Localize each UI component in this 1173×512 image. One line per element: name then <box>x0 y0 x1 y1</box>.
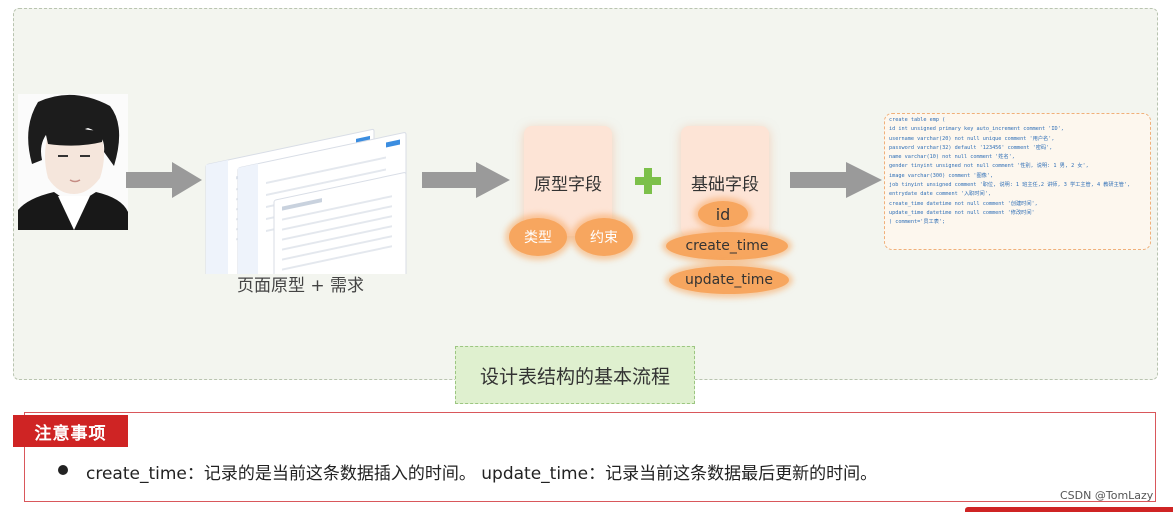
sql-line: username varchar(20) not null unique com… <box>889 135 1055 142</box>
sql-line: id int unsigned primary key auto_increme… <box>889 126 1064 133</box>
sql-line: update_time datetime not null comment '修… <box>889 209 1035 216</box>
cloud-create-time: create_time <box>666 232 788 260</box>
flow-label: 设计表结构的基本流程 <box>455 346 695 404</box>
sql-line: create table emp ( <box>889 117 946 123</box>
avatar <box>18 94 128 230</box>
note-tag: 注意事项 <box>13 415 128 447</box>
sql-code-box: create table emp ( id int unsigned prima… <box>884 113 1151 250</box>
plus-icon <box>635 168 661 194</box>
cloud-type: 类型 <box>509 218 567 256</box>
prototype-fields-title: 原型字段 <box>534 175 602 195</box>
decorative-bar <box>965 507 1173 512</box>
note-panel <box>24 412 1156 502</box>
base-fields-title: 基础字段 <box>691 175 759 195</box>
sql-line: job tinyint unsigned comment '职位, 说明: 1 … <box>889 182 1131 189</box>
sql-line: create_time datetime not null comment '创… <box>889 200 1038 207</box>
sql-line: name varchar(10) not null comment '姓名', <box>889 154 1015 161</box>
sql-line: ) comment='员工表'; <box>889 219 946 226</box>
flow-arrow-2 <box>422 162 510 198</box>
bullet-icon <box>58 465 68 475</box>
sql-line: entrydate date comment '入职时间', <box>889 191 991 198</box>
sql-line: gender tinyint unsigned not null comment… <box>889 163 1089 170</box>
prototype-fields-box: 原型字段 <box>524 126 612 236</box>
page-prototype-illustration <box>205 128 407 274</box>
note-text: create_time：记录的是当前这条数据插入的时间。 update_time… <box>86 464 878 484</box>
flow-arrow-1 <box>126 162 202 198</box>
prototype-caption: 页面原型 + 需求 <box>237 276 365 296</box>
cloud-constraint: 约束 <box>575 218 633 256</box>
sql-line: password varchar(32) default '123456' co… <box>889 144 1053 151</box>
cloud-id: id <box>698 201 748 227</box>
sql-line: image varchar(300) comment '图像', <box>889 172 994 179</box>
flow-arrow-3 <box>790 162 882 198</box>
watermark: CSDN @TomLazy <box>1060 489 1154 502</box>
cloud-update-time: update_time <box>669 266 789 294</box>
